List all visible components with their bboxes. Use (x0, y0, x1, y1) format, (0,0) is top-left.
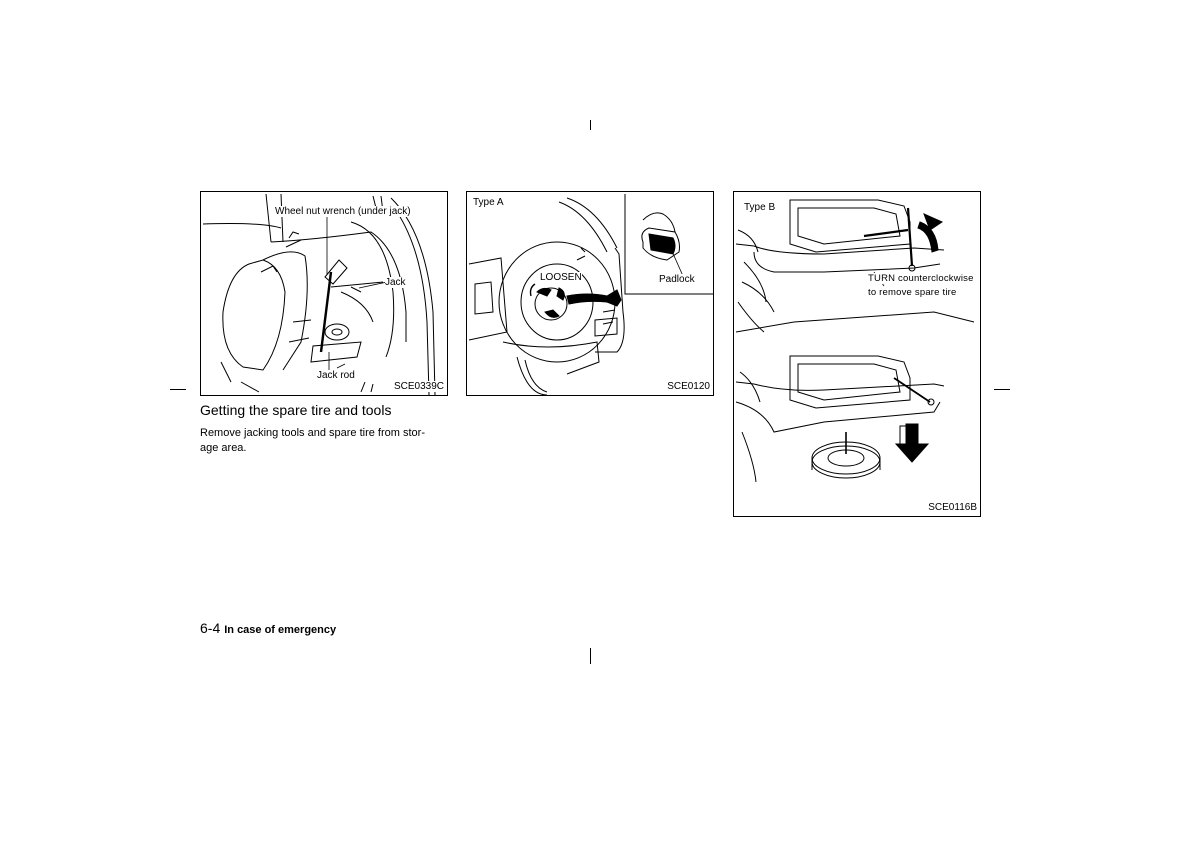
crop-mark-bottom (590, 648, 591, 664)
label-loosen: LOOSEN (540, 272, 582, 283)
crop-mark-left (170, 389, 186, 390)
label-padlock: Padlock (659, 274, 695, 285)
spare-tire-illustration (468, 194, 713, 395)
figure-code: SCE0120 (667, 381, 710, 392)
label-remove-spare-tire: to remove spare tire (868, 287, 957, 298)
label-type-a: Type A (473, 197, 504, 208)
label-type-b: Type B (744, 202, 776, 213)
footer-section-title: In case of emergency (224, 624, 337, 636)
crop-mark-top (590, 120, 591, 130)
label-turn-counterclockwise: TURN counterclockwise (868, 273, 974, 284)
label-jack: Jack (385, 277, 406, 288)
crop-mark-right (994, 389, 1010, 390)
page-number: 6-4 (200, 620, 221, 636)
figure-spare-tire-type-b: Type B TURN counterclockwise to remove s… (733, 191, 981, 517)
figure-code: SCE0116B (928, 502, 977, 513)
section-body: Remove jacking tools and spare tire from… (200, 427, 425, 454)
label-jack-rod: Jack rod (317, 370, 355, 381)
tailgate-spare-tire-illustration (735, 199, 975, 483)
figure-spare-tire-type-a: Type A LOOSEN Padlock SCE0120 (466, 191, 714, 396)
jack-tools-illustration (202, 193, 436, 395)
label-wheel-nut-wrench: Wheel nut wrench (under jack) (275, 206, 411, 217)
figure-jack-tools: Wheel nut wrench (under jack) Jack Jack … (200, 191, 448, 396)
section-heading: Getting the spare tire and tools (200, 402, 392, 418)
figure-code: SCE0339C (393, 381, 444, 392)
